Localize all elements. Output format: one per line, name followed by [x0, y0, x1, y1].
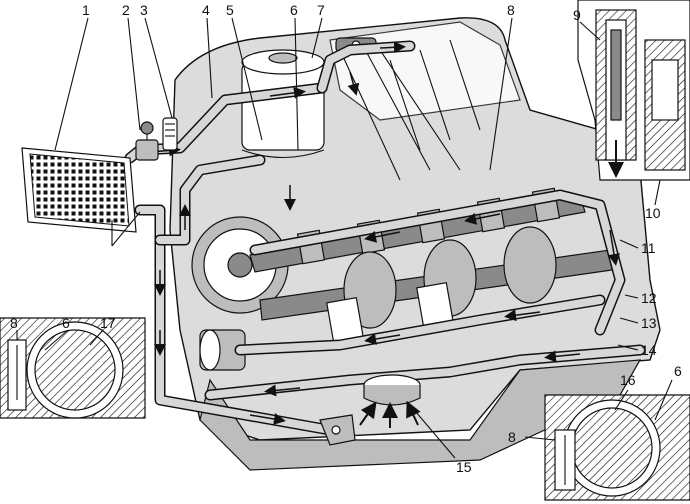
inset-injector: [577, 0, 690, 181]
safety-valve: [162, 117, 178, 151]
inset-bearing-right: [544, 394, 690, 501]
label-6: 6: [290, 2, 298, 18]
label-8-inset-left: 8: [10, 315, 18, 331]
oil-intake: [359, 374, 421, 428]
label-8-inset-right: 8: [508, 429, 516, 445]
inset-bearing-left: [0, 317, 146, 419]
oil-filter-housing: [241, 49, 325, 159]
push-rods: [339, 37, 461, 181]
label-12: 12: [641, 290, 657, 306]
cooler-valve: [135, 121, 159, 161]
label-8: 8: [507, 2, 515, 18]
label-6-inset-left: 6: [62, 315, 70, 331]
label-2: 2: [122, 2, 130, 18]
crankshaft: [259, 226, 613, 343]
label-4: 4: [202, 2, 210, 18]
label-17: 17: [100, 315, 116, 331]
label-5: 5: [226, 2, 234, 18]
label-16: 16: [620, 372, 636, 388]
label-3: 3: [140, 2, 148, 18]
label-13: 13: [641, 315, 657, 331]
part-labels: 1 2 3 4 5 6 7 8 9 10 11 12 13 14 15 16 1…: [10, 2, 682, 475]
label-10: 10: [645, 205, 661, 221]
label-11: 11: [641, 240, 656, 256]
oil-cooler: [21, 147, 141, 247]
label-15: 15: [456, 459, 472, 475]
oil-pump: [319, 414, 356, 446]
flow-arrows: [149, 41, 620, 425]
label-1: 1: [82, 2, 90, 18]
label-7: 7: [317, 2, 325, 18]
label-6-inset-right: 6: [674, 363, 682, 379]
crankshaft-pulley: [199, 329, 246, 371]
label-9: 9: [573, 7, 581, 23]
leader-lines: [16, 17, 673, 459]
label-14: 14: [641, 342, 657, 358]
